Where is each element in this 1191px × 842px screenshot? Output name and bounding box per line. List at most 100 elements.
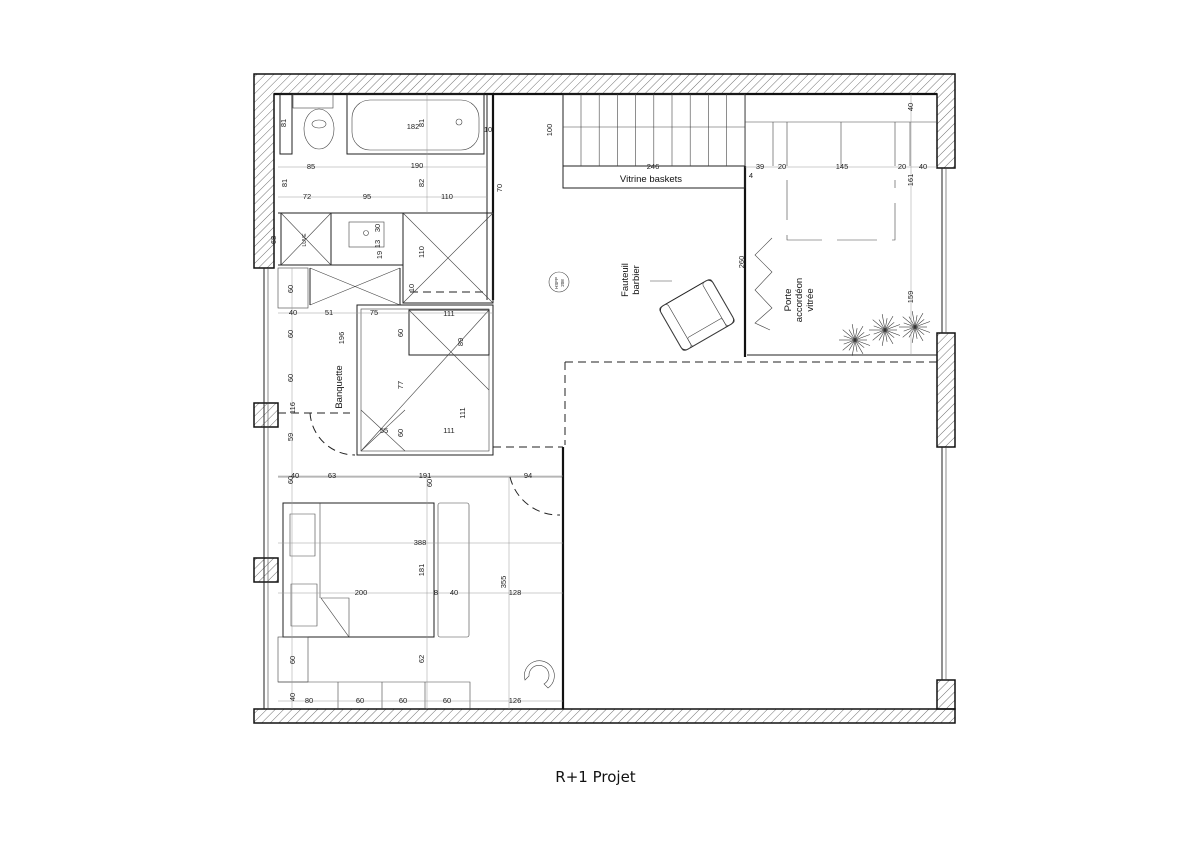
plant-leaf <box>903 322 916 328</box>
dimension-label: 128 <box>509 588 522 597</box>
dimension-label: 63 <box>328 471 336 480</box>
dimension-label: 51 <box>325 308 333 317</box>
plant-leaf <box>908 326 916 338</box>
dimension-label: 68 <box>269 236 278 244</box>
dimension-label: 161 <box>906 174 915 187</box>
dimension-label: 59 <box>286 433 295 441</box>
dimension-label: 355 <box>499 576 508 589</box>
dimension-label: 246 <box>647 162 660 171</box>
plant-leaf <box>908 316 916 328</box>
plant-leaf <box>854 334 871 341</box>
dimension-label: 13 <box>373 240 382 248</box>
plant-leaf <box>854 339 871 346</box>
plant-leaf <box>884 329 894 345</box>
dimension-label: 181 <box>417 564 426 577</box>
plant-leaf <box>873 325 886 331</box>
dimension-label: 39 <box>756 162 764 171</box>
plant-leaf <box>854 328 858 341</box>
dimension-label: 110 <box>417 246 426 258</box>
plant-leaf <box>851 324 856 341</box>
dimension-label: 40 <box>291 471 299 480</box>
armchair <box>524 660 555 689</box>
dimension-label: 126 <box>509 696 522 705</box>
luve-label: LUVE <box>302 233 308 247</box>
plant-leaf <box>884 329 901 336</box>
dimension-label: 70 <box>495 184 504 192</box>
dimension-label: 40 <box>450 588 458 597</box>
plant-leaf <box>914 315 918 328</box>
plant-leaf <box>843 335 856 341</box>
dimension-label: 190 <box>411 161 424 170</box>
plant-leaf <box>881 314 886 331</box>
dimension-label: 60 <box>396 429 405 437</box>
display-table <box>745 121 937 241</box>
toilet <box>279 93 335 155</box>
vitrine-label: Vitrine baskets <box>620 174 682 185</box>
dimension-label: 20 <box>898 162 906 171</box>
hsfp-label: HSFP <box>554 277 559 289</box>
dimension-label: 10 <box>407 284 416 292</box>
dimension-label: 60 <box>399 696 407 705</box>
dimension-label: 111 <box>443 426 454 435</box>
dimension-label: 60 <box>286 285 295 293</box>
storage-units <box>277 636 471 709</box>
banquette-label: Banquette <box>334 365 345 408</box>
dimension-label: 81 <box>280 179 289 187</box>
hsfp-number: 208 <box>560 279 565 287</box>
dimension-label: 196 <box>337 332 346 345</box>
plant-leaf <box>884 329 895 338</box>
plant-leaf <box>854 332 865 341</box>
dimension-label: 19 <box>375 251 384 259</box>
dimension-label: 20 <box>778 162 786 171</box>
interior-walls <box>274 92 937 709</box>
fauteuil-label: Fauteuil <box>620 263 631 297</box>
dimension-label: 81 <box>279 119 288 127</box>
hsfp-marker <box>548 271 570 293</box>
drawing-title: R+1 Projet <box>555 768 636 786</box>
vitree-label: vitrée <box>805 288 816 311</box>
dimension-label: 388 <box>414 538 427 547</box>
plant-leaf <box>878 329 886 341</box>
dimension-label: 62 <box>417 655 426 663</box>
exterior-walls <box>253 73 956 724</box>
plant-leaf <box>854 339 858 352</box>
dimension-label: 111 <box>458 407 467 418</box>
dimension-label: 89 <box>456 338 465 346</box>
dimension-label: 191 <box>419 471 432 480</box>
sink <box>348 221 385 248</box>
dimension-label: 95 <box>363 192 371 201</box>
dimension-label: 55 <box>380 426 388 435</box>
barber-chair <box>659 279 735 351</box>
plant-leaf <box>914 326 924 342</box>
dimension-lines <box>278 94 937 709</box>
porte-label: Porte <box>783 289 794 312</box>
dimension-label: 116 <box>288 402 297 414</box>
dimension-label: 85 <box>307 162 315 171</box>
plant-leaf <box>854 339 865 348</box>
plant-leaf <box>902 326 916 338</box>
bathtub <box>346 93 485 155</box>
dimension-label: 159 <box>906 291 915 304</box>
windows <box>263 168 947 709</box>
dimension-label: 100 <box>545 124 554 137</box>
plant-leaf <box>854 325 864 341</box>
plant-leaf <box>842 339 856 351</box>
plant-leaf <box>854 339 864 355</box>
dimension-label: 60 <box>443 696 451 705</box>
dimension-label: 4 <box>749 171 753 180</box>
dimension-label: 145 <box>836 162 849 171</box>
dimension-label: 82 <box>417 179 426 187</box>
plant-leaf <box>873 329 886 335</box>
dimension-label: 60 <box>286 330 295 338</box>
dimension-label: 30 <box>373 224 382 232</box>
plant-leaf <box>911 326 916 343</box>
dimension-label: 40 <box>919 162 927 171</box>
dimension-label: 40 <box>289 308 297 317</box>
staircase <box>562 93 746 189</box>
plant-leaf <box>881 329 886 346</box>
plant-leaf <box>914 326 925 335</box>
plant-leaf <box>851 339 856 356</box>
dimension-label: 40 <box>288 693 297 701</box>
plant-leaf <box>872 329 886 341</box>
